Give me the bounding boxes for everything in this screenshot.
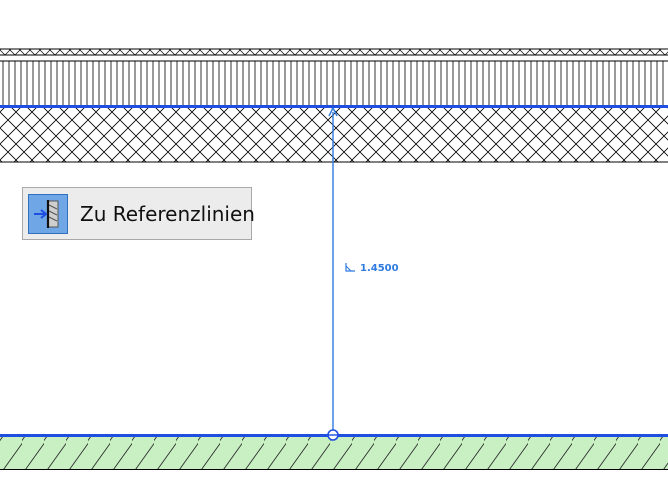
structural-layer[interactable] bbox=[0, 107, 668, 163]
reference-line-icon bbox=[28, 193, 68, 234]
dimension-label[interactable]: 1.4500 bbox=[345, 262, 399, 275]
angle-dimension-icon bbox=[345, 262, 356, 275]
insulation-layer[interactable] bbox=[0, 60, 668, 106]
to-reference-lines-label: Zu Referenzlinien bbox=[80, 201, 255, 226]
dimension-line[interactable] bbox=[327, 107, 339, 441]
to-reference-lines-button[interactable]: Zu Referenzlinien bbox=[22, 187, 255, 240]
ground-layer[interactable] bbox=[0, 436, 668, 470]
top-thin-layer[interactable] bbox=[0, 48, 668, 56]
dimension-value: 1.4500 bbox=[360, 263, 399, 274]
